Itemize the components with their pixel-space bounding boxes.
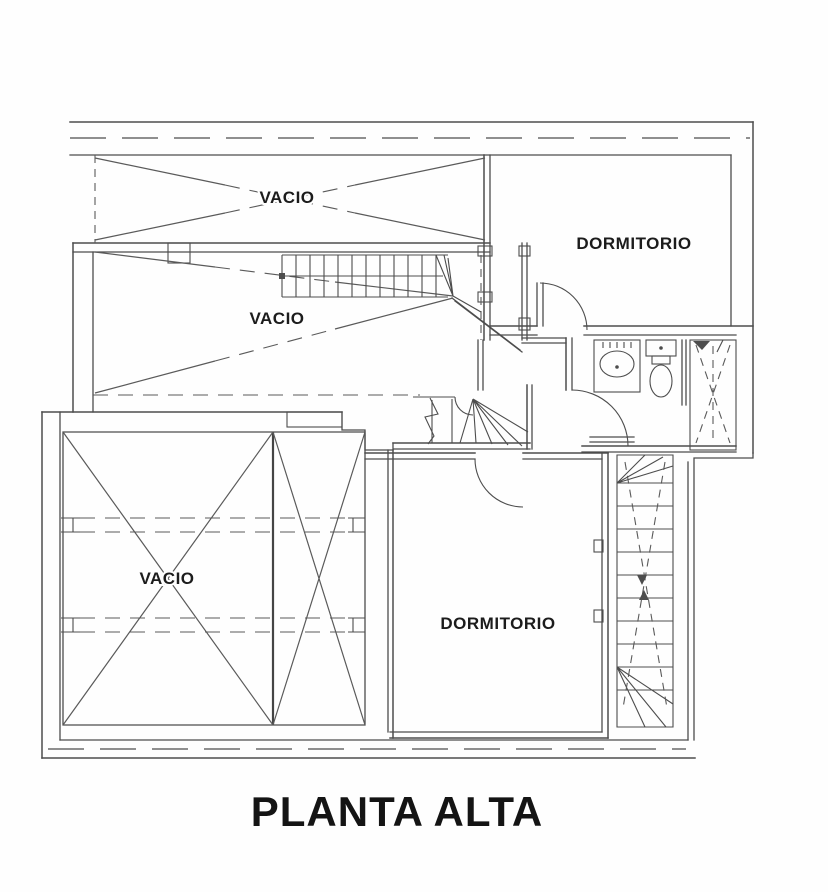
toilet-icon (645, 339, 677, 398)
void-mid-area (93, 251, 454, 396)
bedroom-upper-label: DORMITORIO (576, 234, 691, 253)
door-bedroom-lower (474, 458, 524, 508)
void-mid-label: VACIO (249, 309, 304, 328)
bedroom-lower-label: DORMITORIO (440, 614, 555, 633)
page-title: PLANTA ALTA (251, 788, 544, 835)
door-bedroom-upper (536, 282, 588, 331)
room-labels: VACIO VACIO VACIO DORMITORIO DORMITORIO (137, 186, 693, 635)
door-bathroom (571, 389, 635, 447)
right-staircase (616, 454, 674, 728)
void-top-label: VACIO (259, 188, 314, 207)
upper-straight-flight (279, 254, 482, 340)
stair-direction-arrow (639, 590, 649, 600)
stair-direction-arrow (637, 575, 647, 585)
central-winder-stair (413, 396, 529, 447)
bathroom-fixtures (593, 339, 737, 451)
void-top-area (94, 155, 486, 243)
sink-icon (593, 339, 641, 393)
walls (41, 121, 754, 759)
break-line (424, 397, 439, 445)
shower-icon (689, 339, 737, 451)
doors (474, 282, 635, 508)
void-lower-area (61, 431, 366, 726)
void-lower-label: VACIO (139, 569, 194, 588)
